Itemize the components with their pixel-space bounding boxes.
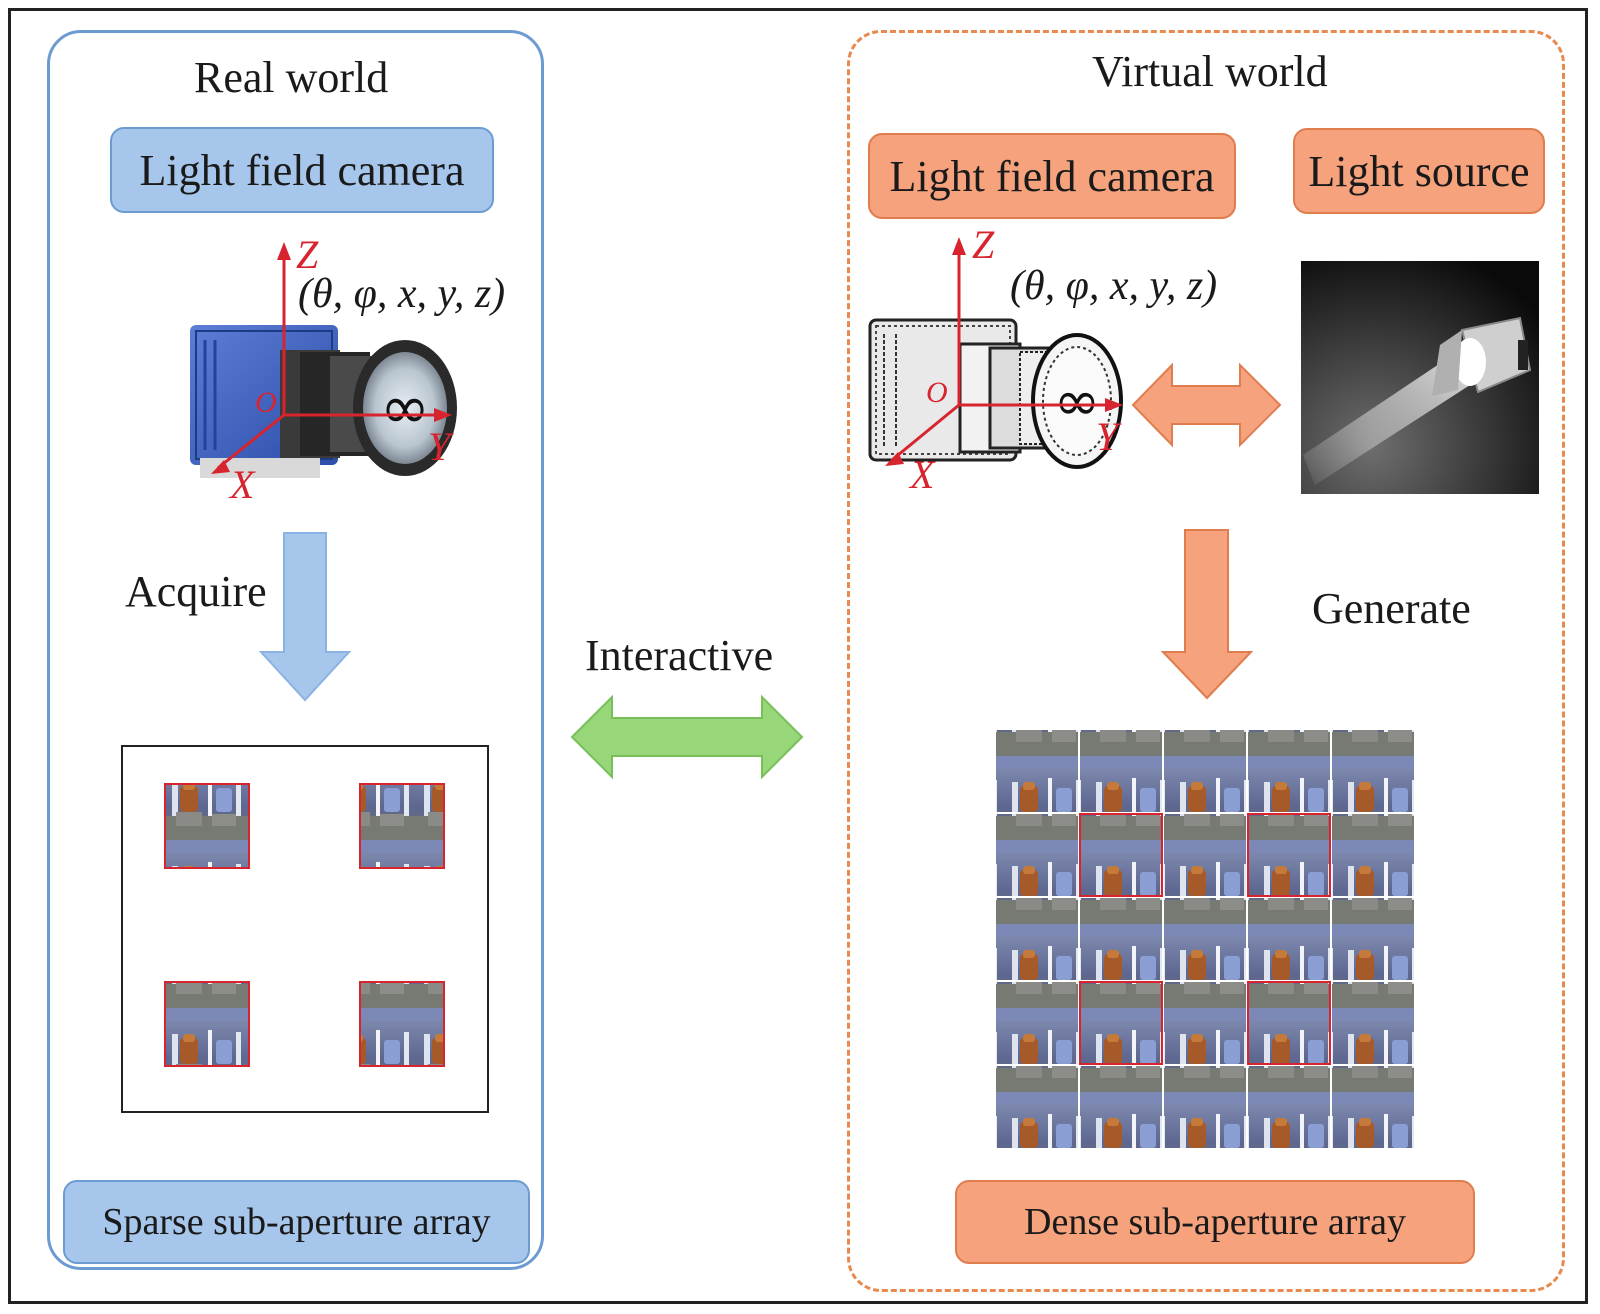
dense-tile <box>1164 982 1246 1064</box>
dense-tile <box>1248 730 1330 812</box>
svg-text:∞: ∞ <box>380 373 430 443</box>
dense-array-grid <box>996 730 1414 1148</box>
dense-tile <box>1080 730 1162 812</box>
dense-tile-highlight <box>1079 813 1163 897</box>
dense-tile <box>1164 730 1246 812</box>
sparse-array-label: Sparse sub-aperture array <box>102 1201 491 1243</box>
dense-tile-highlight <box>1247 813 1331 897</box>
sparse-tile <box>359 981 445 1067</box>
dense-tile <box>1080 814 1162 896</box>
dense-tile <box>996 814 1078 896</box>
acquire-arrow <box>258 532 352 702</box>
sparse-array-box: Sparse sub-aperture array <box>63 1180 530 1264</box>
dense-tile <box>1080 1066 1162 1148</box>
dense-tile <box>1164 1066 1246 1148</box>
virtual-axis-origin: O <box>926 376 948 409</box>
virtual-axis-y: Y <box>1096 414 1122 459</box>
virtual-coords: (θ, φ, x, y, z) <box>1010 263 1218 309</box>
real-axes <box>211 242 452 474</box>
dense-tile <box>1248 814 1330 896</box>
dense-tile <box>1248 1066 1330 1148</box>
virtual-axes <box>885 237 1123 466</box>
dense-tile <box>1080 898 1162 980</box>
dense-tile <box>1332 898 1414 980</box>
dense-tile <box>1332 1066 1414 1148</box>
virtual-axis-x: X <box>908 452 936 497</box>
virtual-camera-image: ∞ <box>868 318 1123 469</box>
real-axis-z: Z <box>296 232 319 277</box>
sparse-tile <box>164 783 250 869</box>
acquire-label: Acquire <box>125 567 267 616</box>
real-camera-image: ∞ <box>190 325 457 478</box>
dense-tile <box>1164 814 1246 896</box>
dense-tile-highlight <box>1079 981 1163 1065</box>
dense-tile <box>1248 982 1330 1064</box>
real-camera-box: Light field camera <box>110 127 494 213</box>
real-axis-x: X <box>228 462 256 507</box>
virtual-world-panel <box>847 30 1565 1292</box>
real-world-panel <box>47 30 544 1270</box>
real-camera-label: Light field camera <box>139 145 465 195</box>
camera-light-arrow <box>1131 362 1282 448</box>
dense-tile <box>996 730 1078 812</box>
dense-array-label: Dense sub-aperture array <box>1024 1201 1406 1243</box>
real-coords: (θ, φ, x, y, z) <box>298 271 506 317</box>
dense-tile <box>1080 982 1162 1064</box>
interactive-arrow <box>570 694 804 780</box>
dense-tile <box>996 982 1078 1064</box>
svg-text:∞: ∞ <box>1054 369 1101 434</box>
real-axis-y: Y <box>428 424 454 469</box>
dense-tile <box>1332 982 1414 1064</box>
real-world-title: Real world <box>194 53 389 102</box>
generate-arrow <box>1160 529 1254 700</box>
sparse-tile <box>164 981 250 1067</box>
interactive-label: Interactive <box>585 631 774 680</box>
real-axis-origin: O <box>255 386 277 419</box>
dense-tile <box>1332 814 1414 896</box>
light-source-box: Light source <box>1293 128 1545 214</box>
dense-array-box: Dense sub-aperture array <box>955 1180 1475 1264</box>
sparse-tiles <box>164 783 445 1067</box>
virtual-camera-box: Light field camera <box>868 133 1236 219</box>
dense-tile <box>1248 898 1330 980</box>
dense-tile <box>996 898 1078 980</box>
virtual-axis-z: Z <box>972 222 995 267</box>
figure-frame <box>8 8 1588 1304</box>
light-source-image <box>1301 261 1539 494</box>
virtual-world-title: Virtual world <box>1092 47 1328 96</box>
sparse-tile <box>359 783 445 869</box>
dense-tile-highlight <box>1247 981 1331 1065</box>
generate-label: Generate <box>1312 584 1471 633</box>
light-source-label: Light source <box>1308 146 1530 196</box>
dense-tile <box>1164 898 1246 980</box>
dense-tile <box>996 1066 1078 1148</box>
dense-tile <box>1332 730 1414 812</box>
virtual-camera-label: Light field camera <box>889 151 1215 201</box>
